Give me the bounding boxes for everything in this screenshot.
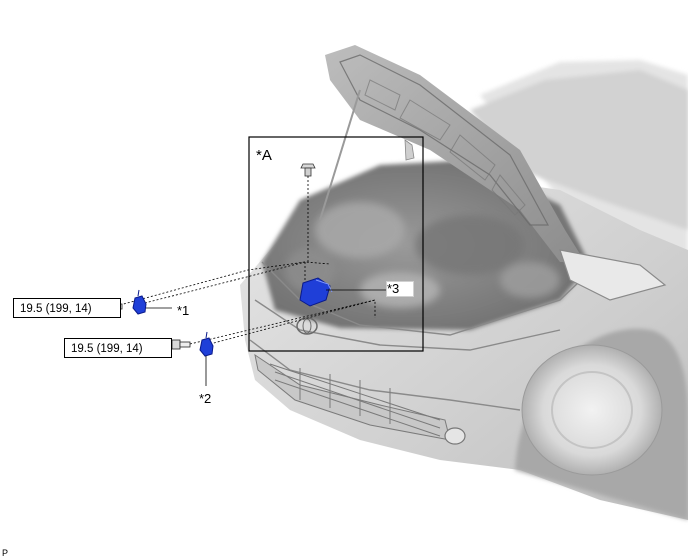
clip-icon bbox=[300, 163, 316, 177]
corner-code: P bbox=[2, 548, 9, 558]
callout-3: *3 bbox=[386, 281, 415, 297]
bolt-lower-icon bbox=[171, 339, 191, 350]
grille bbox=[254, 353, 451, 441]
horn-2-icon bbox=[199, 331, 214, 357]
callout-2: *2 bbox=[199, 391, 212, 406]
headlamp bbox=[559, 249, 667, 301]
windshield bbox=[470, 70, 688, 230]
callout-1: *1 bbox=[177, 303, 190, 318]
view-box-a bbox=[248, 136, 424, 352]
highlighted-part-icon bbox=[299, 277, 333, 307]
torque-spec-upper: 19.5 (199, 14) bbox=[13, 298, 121, 318]
fog-lamp bbox=[444, 427, 466, 445]
hood bbox=[325, 45, 585, 262]
torque-spec-lower: 19.5 (199, 14) bbox=[64, 338, 172, 358]
front-wheel bbox=[521, 344, 663, 476]
view-label-a: *A bbox=[256, 147, 272, 164]
horn-1-icon bbox=[132, 289, 147, 315]
